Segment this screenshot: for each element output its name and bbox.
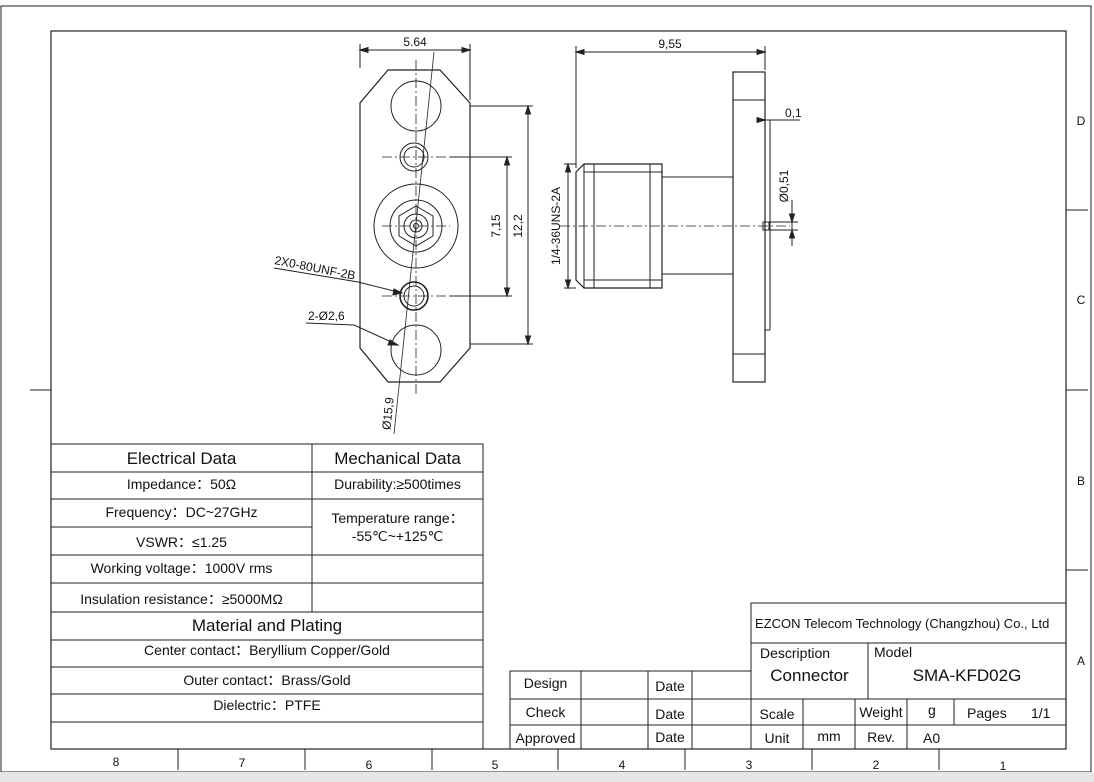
electrical-data-title: Electrical Data bbox=[126, 449, 237, 468]
zone-col-2: 2 bbox=[873, 758, 880, 772]
model-label: Model bbox=[874, 644, 913, 660]
thread-callout: 2X0-80UNF-2B bbox=[273, 253, 356, 282]
pages-label: Pages bbox=[967, 705, 1007, 721]
hole-callout: 2-Ø2,6 bbox=[308, 309, 345, 323]
zone-col-4: 4 bbox=[619, 758, 626, 772]
bottom-scrollbar[interactable] bbox=[0, 772, 1094, 782]
mechanical-data-title: Mechanical Data bbox=[334, 449, 461, 468]
dim-length: 9,55 bbox=[658, 37, 682, 51]
weight-unit: g bbox=[928, 702, 936, 718]
vswr: VSWR：≤1.25 bbox=[136, 534, 227, 550]
zone-col-1: 1 bbox=[1000, 759, 1007, 773]
material-title: Material and Plating bbox=[191, 616, 343, 635]
frequency: Frequency：DC~27GHz bbox=[105, 504, 258, 520]
model-value: SMA-KFD02G bbox=[912, 666, 1022, 685]
center-contact: Center contact：Beryllium Copper/Gold bbox=[144, 642, 390, 658]
unit-label: Unit bbox=[764, 730, 790, 746]
weight-label: Weight bbox=[859, 704, 903, 720]
durability: Durability:≥500times bbox=[334, 476, 461, 492]
dim-pin-diameter: Ø0,51 bbox=[777, 169, 791, 202]
design-label: Design bbox=[523, 675, 568, 691]
check-label: Check bbox=[525, 704, 566, 720]
unit-value: mm bbox=[817, 728, 841, 744]
dim-pin-offset: 0,1 bbox=[785, 106, 802, 120]
zone-labels: 8 7 6 5 4 3 2 1 D C B A bbox=[113, 114, 1086, 773]
zone-col-5: 5 bbox=[492, 758, 499, 772]
flange-outline bbox=[359, 69, 471, 383]
zone-col-7: 7 bbox=[239, 756, 246, 770]
zone-row-d: D bbox=[1077, 114, 1086, 128]
approved-date-label: Date bbox=[655, 729, 685, 745]
rev-label: Rev. bbox=[867, 729, 895, 745]
rev-value: A0 bbox=[923, 730, 941, 746]
pages-value: 1/1 bbox=[1031, 705, 1051, 721]
zone-row-c: C bbox=[1077, 293, 1086, 307]
side-body bbox=[661, 176, 734, 275]
dim-holes: 7,15 bbox=[489, 214, 503, 238]
thread-spec: 1/4-36UNS-2A bbox=[549, 187, 563, 265]
dim-height: 12,2 bbox=[511, 214, 525, 238]
company-name: EZCON Telecom Technology (Changzhou) Co.… bbox=[755, 616, 1050, 631]
zone-col-8: 8 bbox=[113, 755, 120, 769]
dim-width: 5.64 bbox=[403, 35, 427, 49]
approved-label: Approved bbox=[515, 730, 576, 746]
design-date-label: Date bbox=[655, 678, 685, 694]
front-view bbox=[273, 44, 533, 435]
outer-contact: Outer contact：Brass/Gold bbox=[183, 672, 351, 688]
working-voltage: Working voltage：1000V rms bbox=[90, 560, 273, 576]
dielectric: Dielectric：PTFE bbox=[213, 697, 321, 713]
side-view bbox=[560, 46, 800, 383]
title-block-lines bbox=[750, 602, 1067, 750]
zone-row-b: B bbox=[1077, 474, 1085, 488]
zone-row-a: A bbox=[1077, 654, 1085, 668]
data-table-lines bbox=[50, 443, 484, 750]
description-value: Connector bbox=[770, 666, 849, 685]
description-label: Description bbox=[760, 645, 831, 661]
zone-col-6: 6 bbox=[366, 758, 373, 772]
temperature-label: Temperature range： bbox=[331, 510, 464, 526]
insulation-resistance: Insulation resistance：≥5000MΩ bbox=[80, 591, 283, 607]
side-view-labels: 9,55 0,1 Ø0,51 1/4-36UNS-2A bbox=[549, 37, 802, 265]
scale-label: Scale bbox=[759, 706, 795, 722]
zone-col-3: 3 bbox=[746, 758, 753, 772]
check-date-label: Date bbox=[655, 706, 685, 722]
temperature-value: -55℃~+125℃ bbox=[351, 528, 444, 544]
flange-diameter: Ø15,9 bbox=[379, 396, 396, 430]
impedance: Impedance：50Ω bbox=[126, 476, 237, 492]
